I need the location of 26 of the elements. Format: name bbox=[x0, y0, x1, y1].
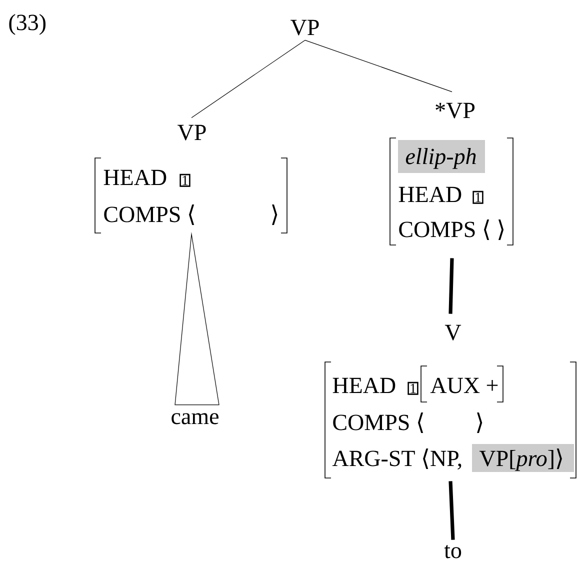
feature-label: HEAD bbox=[104, 170, 166, 186]
category-label: VP bbox=[290, 20, 319, 36]
feature-label: COMPS ⟨ ⟩ bbox=[399, 220, 504, 240]
example-number: (33) bbox=[9, 14, 46, 35]
tree-branch bbox=[448, 481, 455, 540]
tag-box: 1 bbox=[472, 190, 484, 204]
shaded-type-label: ellip-ph bbox=[398, 140, 485, 173]
tag-box: 1 bbox=[408, 382, 418, 395]
feature-label: HEAD bbox=[332, 378, 396, 394]
category-label: to bbox=[444, 545, 462, 558]
category-label: came bbox=[172, 413, 218, 424]
category-label: V bbox=[444, 324, 462, 340]
tree-branch bbox=[304, 40, 452, 92]
tag-box: 1 bbox=[180, 174, 190, 187]
feature-label: ⟩ bbox=[477, 412, 482, 434]
shaded-feature-label: VP[pro]⟩ bbox=[472, 444, 574, 472]
feature-label: ⟩ bbox=[272, 204, 278, 226]
tree-branch bbox=[191, 40, 306, 118]
feature-label: ARG-ST ⟨NP, bbox=[332, 448, 462, 470]
feature-label: HEAD bbox=[398, 186, 462, 202]
feature-label: COMPS ⟨ bbox=[333, 412, 424, 434]
category-label: *VP bbox=[436, 102, 475, 118]
category-label: VP bbox=[178, 124, 206, 140]
tree-branch bbox=[448, 258, 454, 314]
feature-label: COMPS ⟨ bbox=[104, 204, 194, 226]
feature-label: AUX + bbox=[430, 378, 498, 394]
